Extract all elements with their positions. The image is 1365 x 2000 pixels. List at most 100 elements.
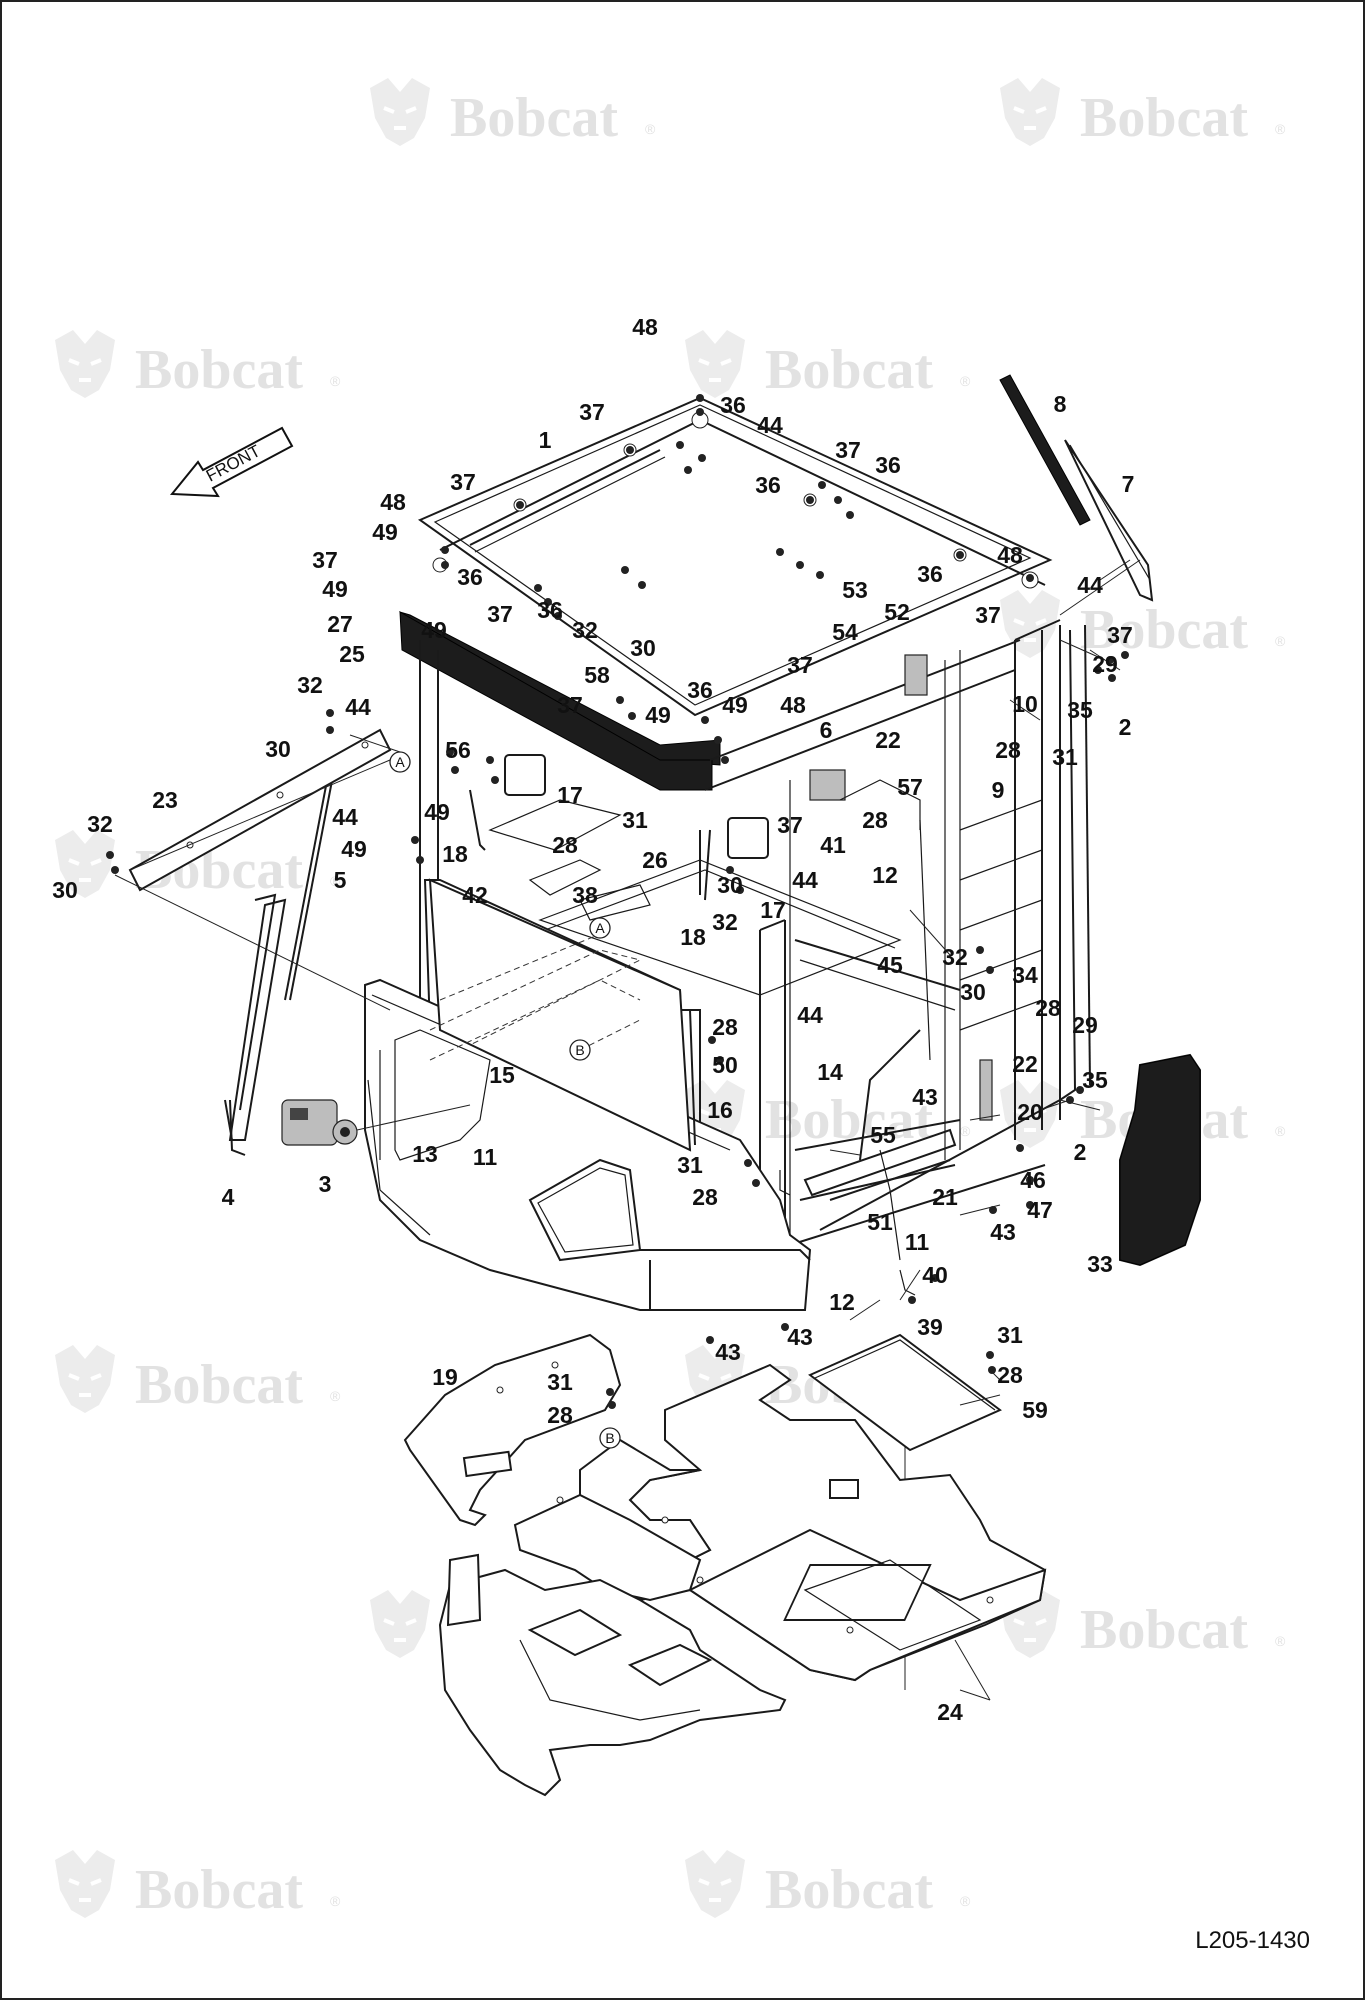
callout-49g: 49 xyxy=(341,836,367,862)
callout-3: 3 xyxy=(319,1171,332,1197)
fastener xyxy=(696,394,704,402)
callout-28a: 28 xyxy=(552,832,578,858)
reference-marker-label: A xyxy=(395,754,405,770)
bobcat-head-icon xyxy=(685,1850,745,1918)
callout-28b: 28 xyxy=(995,737,1021,763)
cab-roof xyxy=(417,396,1053,717)
fastener xyxy=(986,966,994,974)
callout-36c: 36 xyxy=(755,472,781,498)
callout-34: 34 xyxy=(1012,962,1038,988)
callout-44e: 44 xyxy=(792,867,818,893)
callout-32a: 32 xyxy=(297,672,323,698)
watermark-brand: Bobcat xyxy=(1080,599,1248,661)
callout-36a: 36 xyxy=(720,392,746,418)
reference-marker-label: B xyxy=(575,1042,584,1058)
callout-5: 5 xyxy=(334,867,347,893)
callout-17b: 17 xyxy=(760,897,786,923)
watermark: Bobcat® xyxy=(1000,590,1286,661)
bobcat-head-icon xyxy=(55,330,115,398)
front-header-strip xyxy=(399,611,713,791)
reference-marker-A1: A xyxy=(389,751,411,773)
callout-50: 50 xyxy=(712,1052,738,1078)
watermark-registered-mark: ® xyxy=(330,373,341,389)
reference-marker-label: A xyxy=(595,920,605,936)
callout-10: 10 xyxy=(1012,691,1038,717)
fastener xyxy=(989,1206,997,1214)
watermark-layer: Bobcat®Bobcat®Bobcat®Bobcat®Bobcat®Bobca… xyxy=(55,78,1286,1921)
watermark-registered-mark: ® xyxy=(960,373,971,389)
fastener xyxy=(716,1056,724,1064)
callout-16: 16 xyxy=(707,1097,733,1123)
fastener xyxy=(1106,656,1114,664)
callout-44f: 44 xyxy=(797,1002,823,1028)
callout-48a: 48 xyxy=(632,314,658,340)
wiper-motor-rear xyxy=(809,769,846,801)
watermark-brand: Bobcat xyxy=(450,87,618,149)
watermark-registered-mark: ® xyxy=(330,1388,341,1404)
fastener xyxy=(976,946,984,954)
fastener xyxy=(1076,1086,1084,1094)
fastener xyxy=(326,726,334,734)
fastener xyxy=(714,736,722,744)
callout-49b: 49 xyxy=(322,576,348,602)
watermark: Bobcat® xyxy=(55,330,341,401)
watermark: Bobcat® xyxy=(55,1345,341,1416)
fastener xyxy=(626,446,634,454)
callout-43a: 43 xyxy=(912,1084,938,1110)
fastener xyxy=(491,776,499,784)
fastener xyxy=(676,441,684,449)
fastener xyxy=(486,756,494,764)
cab-frame xyxy=(419,619,1091,1290)
fastener xyxy=(908,1296,916,1304)
rear-side-window xyxy=(1119,1053,1201,1267)
bobcat-head-icon xyxy=(1000,78,1060,146)
door-side-panel xyxy=(428,878,696,1152)
callout-18a: 18 xyxy=(442,841,468,867)
fastener xyxy=(956,551,964,559)
callout-26: 26 xyxy=(642,847,668,873)
watermark: Bobcat® xyxy=(1000,1590,1286,1661)
fastener xyxy=(441,561,449,569)
callout-49c: 49 xyxy=(421,617,447,643)
callout-47: 47 xyxy=(1027,1197,1053,1223)
fastener xyxy=(451,766,459,774)
callout-39: 39 xyxy=(917,1314,943,1340)
fastener xyxy=(638,581,646,589)
fastener xyxy=(621,566,629,574)
callout-49f: 49 xyxy=(424,799,450,825)
fastener xyxy=(1026,574,1034,582)
callout-49a: 49 xyxy=(372,519,398,545)
bobcat-head-icon xyxy=(370,1590,430,1658)
callout-11a: 11 xyxy=(473,1144,498,1170)
left-wiper xyxy=(224,764,336,1156)
callout-58: 58 xyxy=(584,662,610,688)
bobcat-head-icon xyxy=(55,830,115,898)
callout-2b: 2 xyxy=(1074,1139,1087,1165)
fastener xyxy=(628,712,636,720)
watermark-registered-mark: ® xyxy=(960,1123,971,1139)
fastener xyxy=(1016,1144,1024,1152)
fastener xyxy=(411,836,419,844)
bobcat-head-icon xyxy=(685,330,745,398)
callout-15: 15 xyxy=(489,1062,515,1088)
fastener xyxy=(544,598,552,606)
callout-7: 7 xyxy=(1122,471,1135,497)
callout-29b: 29 xyxy=(1072,1012,1098,1038)
watermark-registered-mark: ® xyxy=(645,121,656,137)
fastener xyxy=(698,454,706,462)
fastener xyxy=(736,886,744,894)
watermark-registered-mark: ® xyxy=(330,1893,341,1909)
bobcat-head-icon xyxy=(55,1850,115,1918)
callout-29a: 29 xyxy=(1092,651,1118,677)
fastener xyxy=(816,571,824,579)
callout-31e: 31 xyxy=(547,1369,573,1395)
callout-28e: 28 xyxy=(1035,995,1061,1021)
callout-32d: 32 xyxy=(712,909,738,935)
watermark-brand: Bobcat xyxy=(1080,1599,1248,1661)
callout-55: 55 xyxy=(870,1122,896,1148)
fastener xyxy=(1026,1201,1034,1209)
fastener xyxy=(701,716,709,724)
hardware-fasteners xyxy=(106,394,1129,1409)
